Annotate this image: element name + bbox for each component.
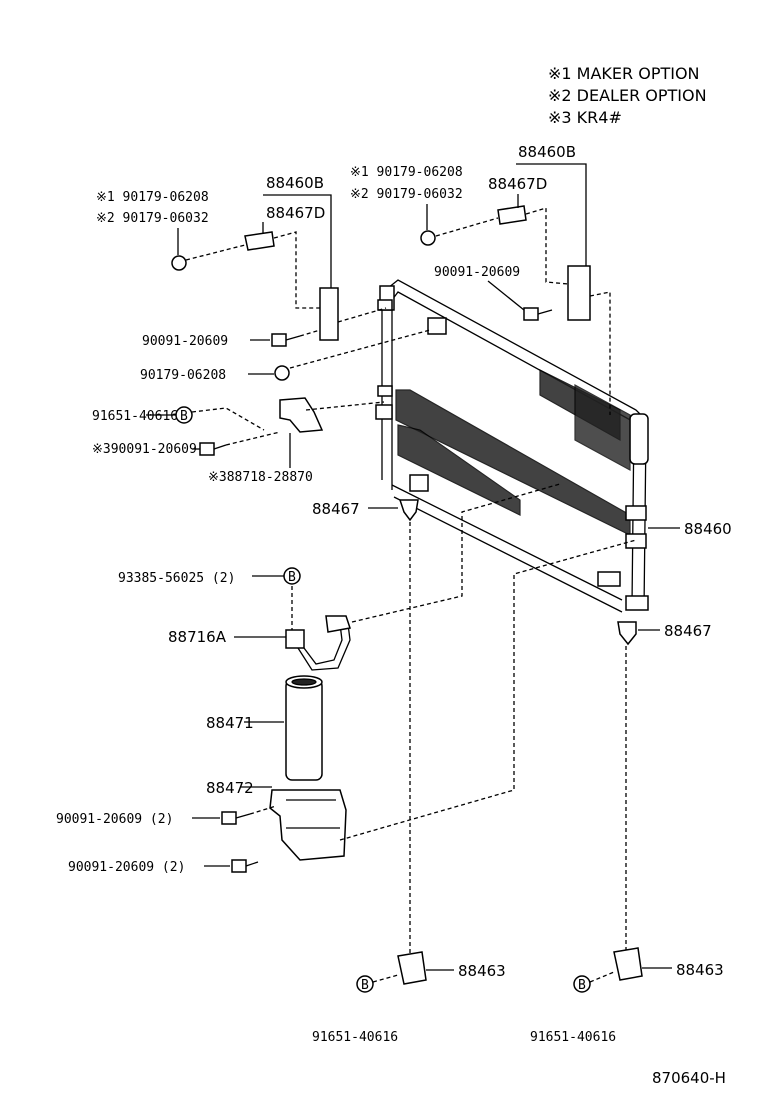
label-88472: 88472	[206, 779, 254, 797]
label-91651-top: 91651-40616	[92, 409, 178, 424]
label-90091-2b: 90091-20609 (2)	[68, 860, 185, 875]
bolt-90091-2b	[231, 859, 247, 873]
bolt-90091-2a	[221, 811, 237, 825]
clip-88467D-right	[497, 205, 527, 225]
label-opt2-right: ※2 90179-06032	[350, 187, 463, 202]
grommet-88467-a	[398, 499, 419, 522]
dryer-88471	[285, 679, 323, 781]
note-dealer-option: ※2 DEALER OPTION	[548, 86, 707, 105]
note-kr4: ※3 KR4#	[548, 108, 622, 127]
label-opt1-right: ※1 90179-06208	[350, 165, 463, 180]
badge-b-br	[573, 975, 591, 993]
bracket-88460B-right	[567, 265, 591, 321]
bracket-88460B-left	[319, 287, 339, 341]
label-88467D-right: 88467D	[488, 175, 547, 193]
bolt-90091-right	[523, 307, 539, 321]
label-90179: 90179-06208	[140, 368, 226, 383]
badge-b-br-text: B	[578, 978, 586, 993]
bracket-88718	[279, 397, 324, 433]
label-90091-left: 90091-20609	[142, 334, 228, 349]
grommet-88467-b	[617, 621, 637, 646]
label-88467D-left: 88467D	[266, 204, 325, 222]
bracket-88463-left	[397, 951, 427, 985]
badge-b-top	[175, 406, 193, 424]
label-88716A: 88716A	[168, 628, 227, 646]
bracket-88472	[269, 789, 347, 861]
leader-88460B-left	[263, 194, 332, 290]
label-88460B-right: 88460B	[518, 143, 576, 161]
badge-b-mid-text: B	[288, 570, 296, 585]
label-91651-br: 91651-40616	[530, 1030, 616, 1045]
label-88467-b: 88467	[664, 622, 712, 640]
label-88471: 88471	[206, 714, 254, 732]
label-90091-right: 90091-20609	[434, 265, 520, 280]
label-opt1-left: ※1 90179-06208	[96, 190, 209, 205]
bolt-kr4	[199, 442, 215, 456]
label-kr4-bracket: ※388718-28870	[208, 470, 313, 485]
nut-90179	[274, 365, 290, 381]
label-90091-2a: 90091-20609 (2)	[56, 812, 173, 827]
badge-b-mid	[283, 567, 301, 585]
badge-b-bl-text: B	[361, 978, 369, 993]
label-kr4-bolt: ※390091-20609	[92, 442, 197, 457]
label-88467-a: 88467	[312, 500, 360, 518]
pipe-88716A-fitting	[285, 629, 305, 649]
bolt-90091-left	[271, 333, 287, 347]
bracket-88463-right	[613, 947, 643, 981]
badge-b-bl	[356, 975, 374, 993]
label-93385: 93385-56025 (2)	[118, 571, 235, 586]
clip-88467D-left	[244, 231, 275, 251]
condenser-assembly	[375, 279, 649, 613]
label-88463-right: 88463	[676, 961, 724, 979]
label-88460B-left: 88460B	[266, 174, 324, 192]
nut-opt-right	[420, 230, 436, 246]
label-91651-bl: 91651-40616	[312, 1030, 398, 1045]
diagram-code: 870640-H	[652, 1069, 726, 1087]
label-88463-left: 88463	[458, 962, 506, 980]
nut-opt-left	[171, 255, 187, 271]
note-maker-option: ※1 MAKER OPTION	[548, 64, 700, 83]
badge-b-top-text: B	[180, 409, 188, 424]
label-88460: 88460	[684, 520, 732, 538]
label-opt2-left: ※2 90179-06032	[96, 211, 209, 226]
